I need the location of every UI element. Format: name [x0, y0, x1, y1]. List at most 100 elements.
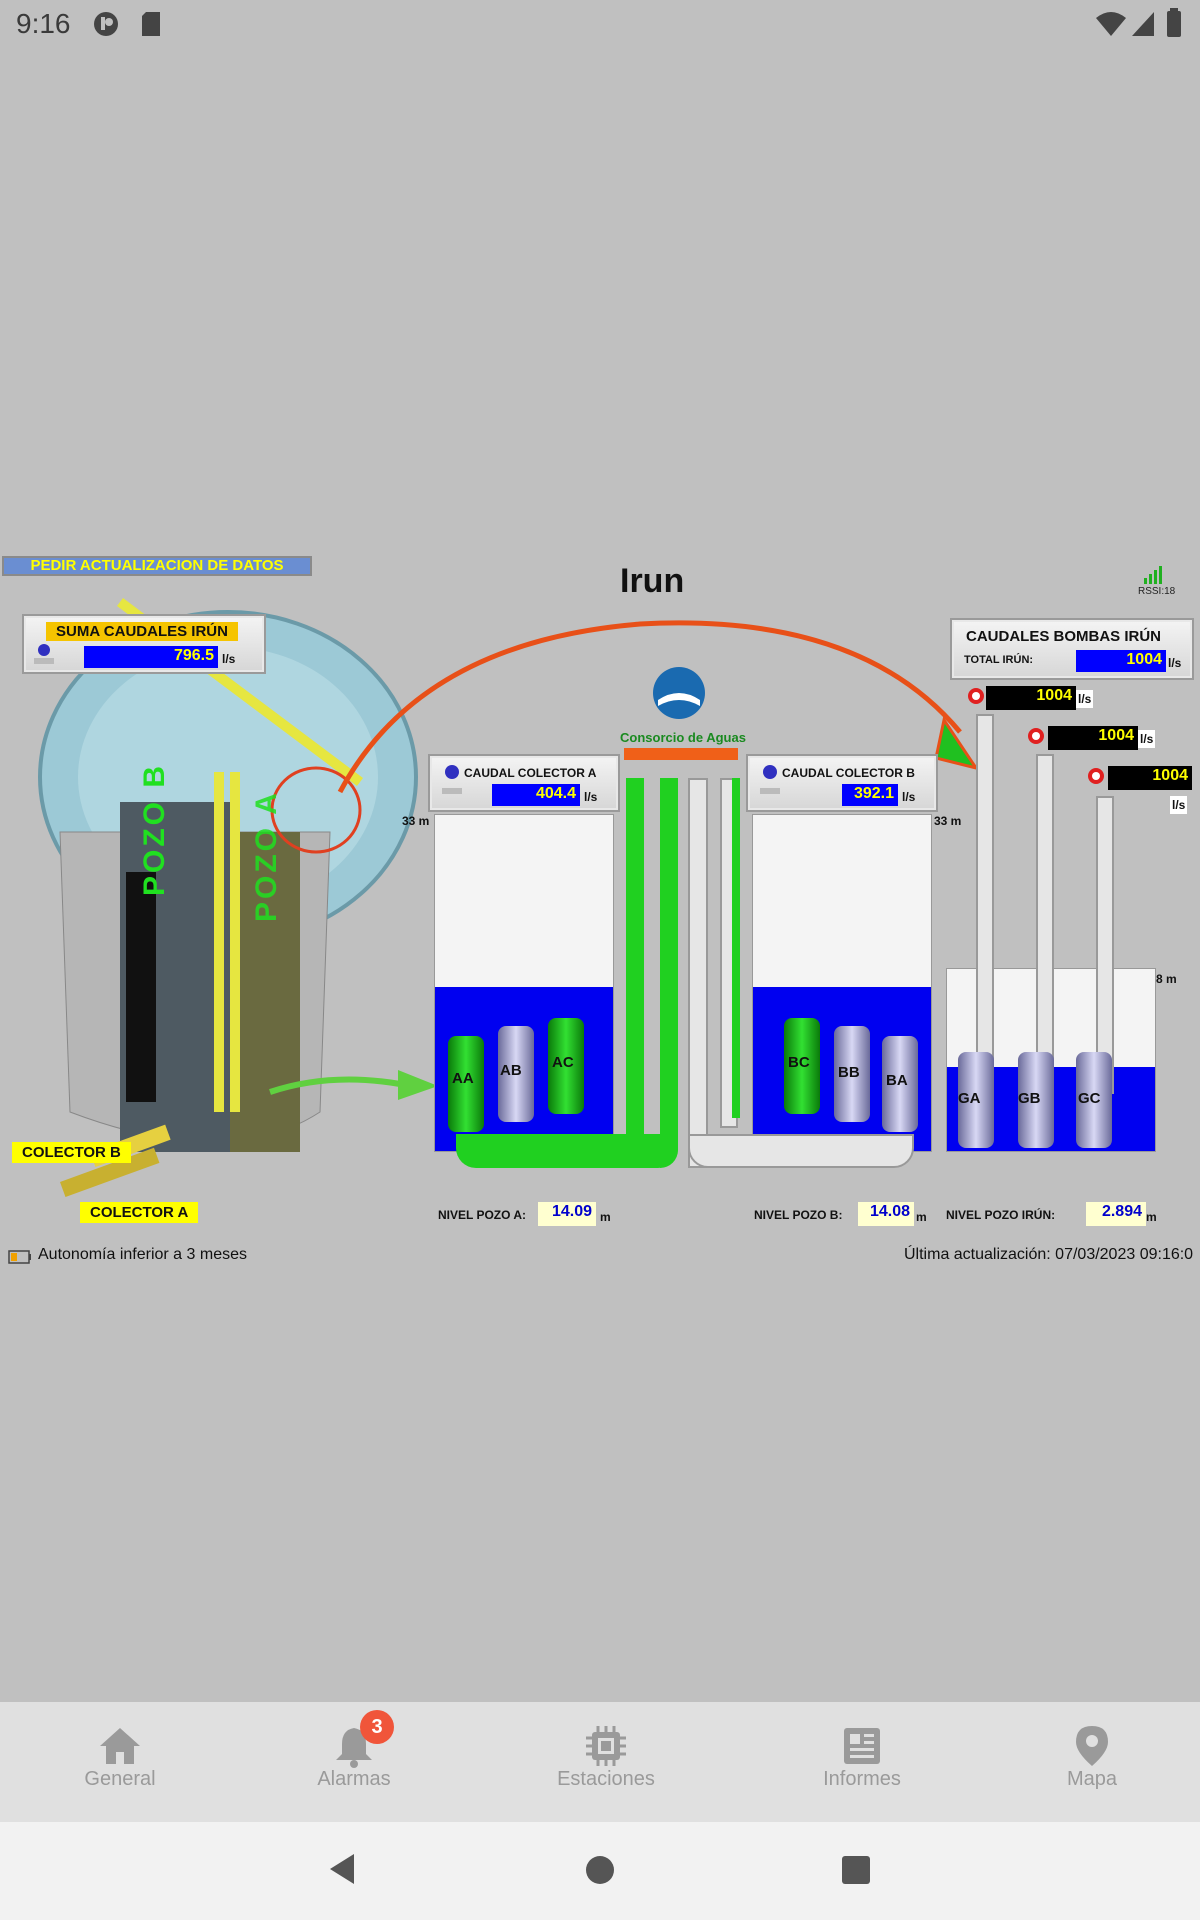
recents-icon[interactable] — [840, 1854, 872, 1886]
caudales-bombas-label: CAUDALES BOMBAS IRÚN — [966, 628, 1161, 645]
home-circle-icon[interactable] — [584, 1854, 616, 1886]
nivel-pozo-irun-value: 2.894 — [1086, 1202, 1146, 1226]
pump-gb-label: GB — [1018, 1090, 1041, 1107]
wifi-icon — [1096, 12, 1126, 36]
pump-gc-label: GC — [1078, 1090, 1101, 1107]
nivel-pozo-b-unit: m — [916, 1210, 927, 1224]
pump-ab-label: AB — [500, 1062, 522, 1079]
consorcio-logo-icon — [653, 667, 705, 719]
flowmeter-icon — [34, 644, 54, 664]
colector-b-flow-unit: l/s — [902, 790, 916, 804]
total-irun-value: 1004 — [1076, 650, 1166, 672]
pump-gc-flow-unit: l/s — [1170, 796, 1188, 814]
pump-ga-flow-value: 1004 — [986, 686, 1076, 710]
signal-icon — [1132, 12, 1154, 36]
pump-aa-label: AA — [452, 1070, 474, 1087]
colector-b-panel: CAUDAL COLECTOR B 392.1 l/s — [746, 754, 938, 812]
colector-b-flow-label: CAUDAL COLECTOR B — [782, 766, 915, 780]
pump-aa — [448, 1036, 484, 1132]
pipe-white — [688, 1134, 914, 1168]
app-notification-icon — [94, 12, 118, 36]
pump-gc — [1076, 1052, 1112, 1148]
pump-ga-label: GA — [958, 1090, 981, 1107]
pump-ba-label: BA — [886, 1072, 908, 1089]
flowmeter-icon — [760, 765, 780, 794]
nivel-pozo-b-value: 14.08 — [858, 1202, 914, 1226]
pipe-white — [688, 778, 708, 1168]
nav-estaciones[interactable]: Estaciones — [486, 1702, 726, 1822]
scada-view: PEDIR ACTUALIZACION DE DATOS Irun RSSI:1… — [0, 552, 1200, 1272]
pump-ab — [498, 1026, 534, 1122]
pump-bb — [834, 1026, 870, 1122]
pump-gb-flow-unit: l/s — [1138, 730, 1156, 748]
scale-33-right: 33 m — [934, 814, 962, 828]
suma-caudales-label: SUMA CAUDALES IRÚN — [46, 622, 238, 641]
station-title: Irun — [620, 562, 685, 600]
pump-gb — [1018, 1052, 1054, 1148]
map-pin-icon — [1076, 1726, 1108, 1766]
suma-caudales-unit: l/s — [222, 652, 236, 666]
status-time: 9:16 — [16, 8, 71, 39]
pipe-green — [626, 778, 644, 1134]
chip-icon — [586, 1726, 626, 1766]
nivel-pozo-irun-unit: m — [1146, 1210, 1157, 1224]
nav-general[interactable]: General — [0, 1702, 240, 1822]
pump-ba — [882, 1036, 918, 1132]
suma-caudales-panel: SUMA CAUDALES IRÚN 796.5 l/s — [22, 614, 266, 674]
gauge-icon — [1088, 768, 1104, 784]
colector-a-flow-value: 404.4 — [492, 784, 580, 806]
pump-ga — [958, 1052, 994, 1148]
colector-a-label: COLECTOR A — [80, 1202, 199, 1223]
consorcio-logo-text: Consorcio de Aguas — [620, 730, 746, 745]
pump-gb-flow-value: 1004 — [1048, 726, 1138, 750]
colector-b-label: COLECTOR B — [12, 1142, 131, 1163]
pump-ac-label: AC — [552, 1054, 574, 1071]
status-bar: 9:16 — [0, 0, 1200, 50]
colector-a-panel: CAUDAL COLECTOR A 404.4 l/s — [428, 754, 620, 812]
document-icon — [844, 1728, 880, 1764]
scale-33-left: 33 m — [402, 814, 430, 828]
pump-bc-label: BC — [788, 1054, 810, 1071]
alarm-count-badge: 3 — [360, 1710, 394, 1744]
pipe-green — [660, 778, 678, 1168]
caudales-bombas-panel: CAUDALES BOMBAS IRÚN TOTAL IRÚN: 1004 l/… — [950, 618, 1194, 680]
station-building-illustration — [38, 598, 418, 1198]
autonomy-warning: Autonomía inferior a 3 meses — [38, 1246, 247, 1263]
update-data-button[interactable]: PEDIR ACTUALIZACION DE DATOS — [2, 556, 312, 576]
system-navigation-bar — [0, 1822, 1200, 1920]
pipe-green — [456, 1134, 678, 1168]
nivel-pozo-a-label: NIVEL POZO A: — [438, 1208, 527, 1222]
home-icon — [100, 1728, 140, 1764]
pump-bc — [784, 1018, 820, 1114]
nav-alarmas-label: Alarmas — [317, 1768, 391, 1790]
nav-alarmas[interactable]: 3 Alarmas — [234, 1702, 474, 1822]
pump-ac — [548, 1018, 584, 1114]
riser-pipe — [1036, 754, 1054, 1094]
battery-low-icon — [8, 1250, 31, 1264]
total-irun-label: TOTAL IRÚN: — [964, 654, 1034, 666]
nav-informes-label: Informes — [823, 1768, 901, 1790]
sd-card-icon — [142, 12, 160, 36]
rssi-label: RSSI:18 — [1138, 586, 1176, 597]
total-irun-unit: l/s — [1168, 656, 1182, 670]
nav-general-label: General — [84, 1768, 156, 1790]
colector-a-flow-unit: l/s — [584, 790, 598, 804]
nav-mapa-label: Mapa — [1066, 1768, 1118, 1790]
battery-icon — [1167, 8, 1181, 37]
pump-gc-flow-value: 1004 — [1108, 766, 1192, 790]
nivel-pozo-b-label: NIVEL POZO B: — [754, 1208, 843, 1222]
nivel-pozo-irun-label: NIVEL POZO IRÚN: — [946, 1208, 1056, 1222]
colector-b-flow-value: 392.1 — [842, 784, 898, 806]
flowmeter-icon — [442, 765, 462, 794]
gauge-icon — [968, 688, 984, 704]
pump-bb-label: BB — [838, 1064, 860, 1081]
last-update-text: Última actualización: 07/03/2023 09:16:0 — [904, 1246, 1194, 1263]
pump-ga-flow-unit: l/s — [1076, 690, 1094, 708]
nav-mapa[interactable]: Mapa — [972, 1702, 1200, 1822]
nav-informes[interactable]: Informes — [742, 1702, 982, 1822]
nivel-pozo-a-value: 14.09 — [538, 1202, 596, 1226]
back-icon[interactable] — [326, 1852, 358, 1886]
scale-8: 8 m — [1156, 972, 1177, 986]
colector-a-flow-label: CAUDAL COLECTOR A — [464, 766, 597, 780]
gauge-icon — [1028, 728, 1044, 744]
